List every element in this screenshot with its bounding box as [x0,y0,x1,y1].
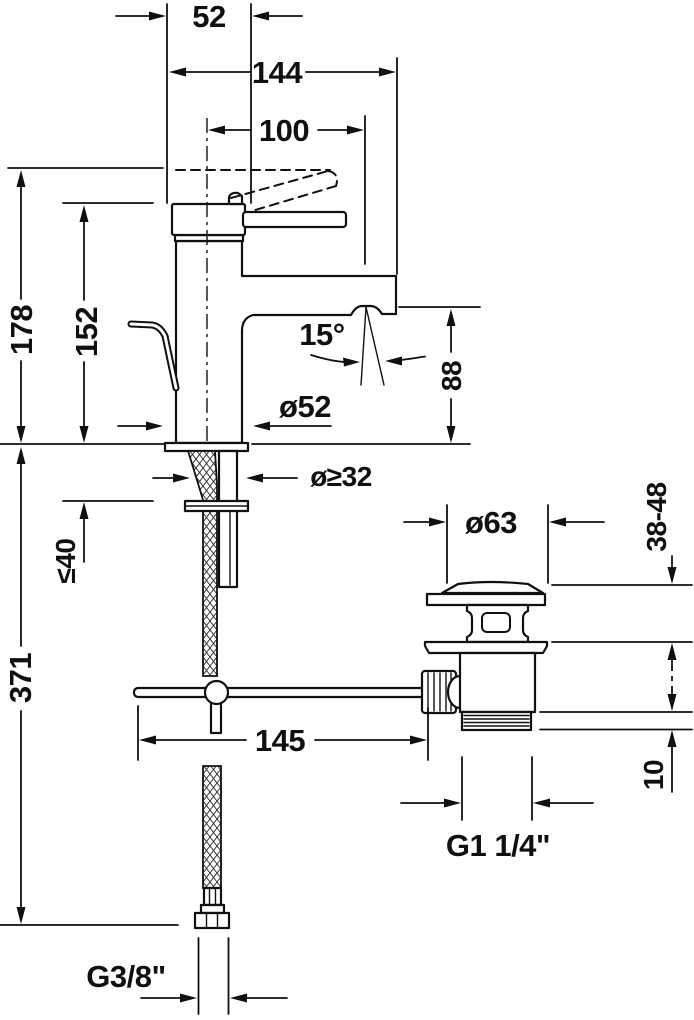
supply-hose-upper [186,450,218,677]
drain-thread [460,710,533,732]
pop-up-rod-assembly [132,679,430,735]
dimension-hose-length: 371 [0,447,179,926]
dimension-spray-angle: 15° [299,317,426,367]
pop-up-rod [132,686,430,699]
dimension-min-hole-diameter: ø≥32 [152,461,372,492]
dim-label-145: 145 [255,723,305,758]
dim-label-88: 88 [436,361,467,391]
faucet-body-outline [174,239,398,445]
dim-label-g114: G1 1/4" [446,828,550,863]
dim-label-100: 100 [259,113,309,148]
dimension-total-height: 178 [0,167,166,445]
pop-up-waste-assembly [420,580,549,732]
dimension-drain-thread: G1 1/4" [400,756,594,863]
hose-collar [199,903,226,915]
base-flange [163,441,250,453]
dim-label-144: 144 [252,55,303,90]
dim-label-dia63: ø63 [465,505,517,540]
dim-label-hole32: ø≥32 [310,461,372,492]
dim-label-g38: G3/8" [86,959,165,994]
dim-label-max-40: ≤40 [50,538,81,583]
rod-pivot-joint [203,679,230,706]
dimension-rod-reach: 145 [137,705,429,761]
drain-neck-window [481,612,511,633]
lever-handle [241,210,348,229]
supply-hose-lower [202,765,222,889]
dim-label-15deg: 15° [299,317,344,352]
dimension-thread-engagement: 10 [539,711,693,793]
mounting-plate [183,499,250,513]
drain-neck [465,603,530,644]
dimension-max-deck-thickness: ≤40 [50,500,154,584]
dimension-drain-flange-diameter: ø63 [403,504,605,584]
hose-end-fitting [193,886,231,930]
dimension-outlet-height: 88 [251,306,481,445]
hose-hex-nut [193,911,231,930]
dim-label-371: 371 [3,653,38,703]
dimension-cap-width: 52 [115,0,303,204]
dimension-clamping-range: 38-48 [551,482,693,711]
dimension-total-reach: 144 [169,55,398,275]
dim-label-10: 10 [638,760,669,790]
lever-handle-raised-phantom [175,169,338,212]
drain-stopper-cone [440,580,545,595]
dimension-spout-height: 152 [62,202,154,443]
hose-ferrule [202,886,223,907]
dim-label-38-48: 38-48 [641,482,672,551]
drain-upper-plate [425,592,547,607]
mounting-shank [217,449,239,589]
drain-lower-flange [423,640,549,655]
dimension-spout-reach: 100 [208,113,366,265]
spray-angle-lines [360,306,385,386]
dim-label-178: 178 [4,305,39,355]
handle-cap [170,202,247,237]
dimension-supply-thread: G3/8" [86,937,288,1015]
faucet-body-and-spout [174,239,398,445]
drain-body [458,651,537,714]
pop-up-actuator-rod [127,320,180,392]
dim-label-152: 152 [69,307,104,357]
dimension-base-diameter: ø52 [117,389,332,431]
dim-label-52: 52 [192,0,225,34]
dim-label-dia52: ø52 [279,389,331,424]
